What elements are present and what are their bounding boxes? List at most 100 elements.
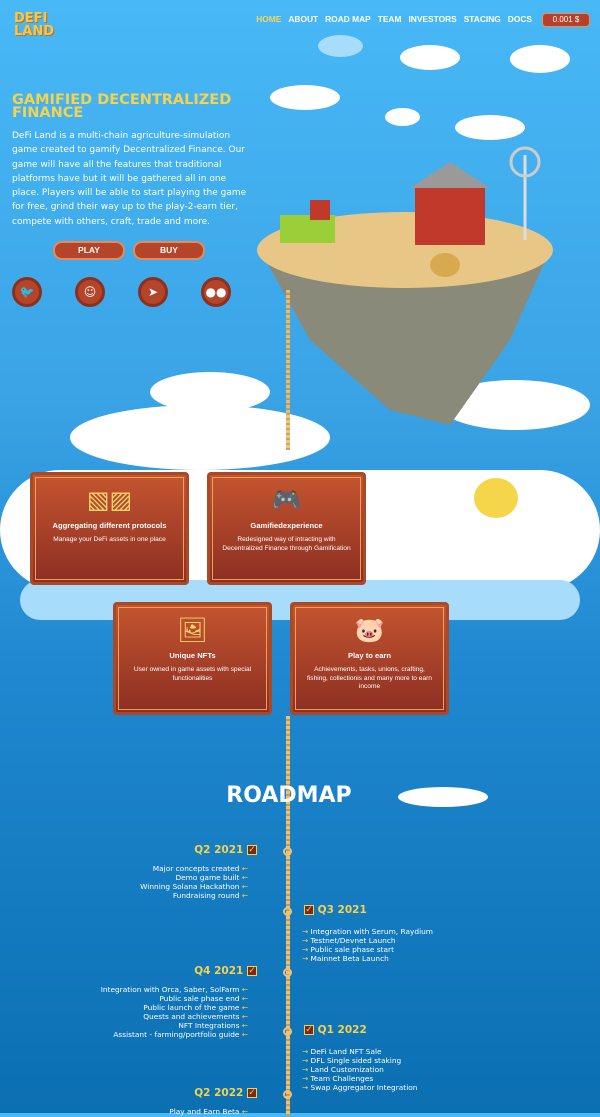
chick-illustration — [474, 478, 518, 518]
roadmap-item-text: Assistant - farming/portfolio guide — [113, 1029, 240, 1039]
arrow-left-icon: ← — [239, 872, 248, 882]
discord-icon[interactable]: ☺ — [75, 277, 105, 307]
arrow-right-icon: → — [302, 1073, 311, 1083]
roadmap-item: → Testnet/Devnet Launch — [302, 935, 396, 946]
roadmap-item-text: DFL Single sided staking — [310, 1055, 402, 1065]
crates-icon: ▧▨ — [86, 486, 133, 514]
roadmap-quarter-heading: Q2 2021 ✓ — [194, 844, 257, 856]
rope-knot — [283, 847, 292, 856]
roadmap-item: Major concepts created ← — [153, 864, 248, 874]
easel-icon: 🖼 — [177, 616, 208, 644]
nav-docs[interactable]: DOCS — [507, 14, 532, 24]
nav-about[interactable]: ABOUT — [288, 14, 319, 24]
roadmap-item: Assistant - farming/portfolio guide ← — [113, 1029, 248, 1040]
arrow-right-icon: → — [302, 1082, 311, 1092]
arrow-left-icon: ← — [239, 881, 248, 891]
feature-card: 🖼 Unique NFTs User owned in game assets … — [113, 602, 272, 715]
roadmap-item: → DeFi Land NFT Sale — [302, 1047, 382, 1057]
rope — [286, 290, 290, 450]
telegram-icon[interactable]: ➤ — [138, 277, 168, 307]
arrow-left-icon: ← — [239, 890, 248, 900]
quarter-label: Q1 2022 — [317, 1024, 367, 1036]
arrow-left-icon: ← — [239, 1107, 248, 1116]
arrow-right-icon: → — [302, 953, 311, 963]
arrow-left-icon: ← — [239, 864, 248, 873]
roadmap-item-text: Public sale phase start — [310, 944, 394, 954]
roadmap-item-text: Testnet/Devnet Launch — [310, 935, 396, 945]
arrow-right-icon: → — [302, 1055, 311, 1065]
roadmap-item-text: Land Customization — [310, 1064, 384, 1074]
nav-road-map[interactable]: ROAD MAP — [325, 14, 371, 24]
roadmap-item: Public launch of the game ← — [143, 1002, 248, 1013]
feature-card: ▧▨ Aggregating different protocols Manag… — [30, 472, 189, 585]
arrow-right-icon: → — [302, 927, 311, 936]
roadmap-item-text: Integration with Serum, Raydium — [310, 927, 434, 936]
arrow-right-icon: → — [302, 944, 311, 954]
main-nav: HOME ABOUT ROAD MAP TEAM INVESTORS STACI… — [256, 14, 532, 24]
arrow-left-icon: ← — [239, 993, 248, 1003]
checkmark-icon: ✓ — [247, 1088, 257, 1098]
roadmap-quarter-heading: ✓ Q1 2022 — [304, 1024, 367, 1036]
roadmap-item: → Mainnet Beta Launch — [302, 953, 389, 964]
checkmark-icon: ✓ — [304, 1025, 314, 1035]
arrow-left-icon: ← — [239, 1011, 248, 1021]
gamepad-icon: 🎮 — [271, 486, 302, 514]
nav-stacing[interactable]: STACING — [463, 14, 501, 24]
roadmap-item-text: NFT Integrations — [178, 1020, 240, 1030]
roadmap-item-text: Mainnet Beta Launch — [310, 953, 389, 963]
roadmap-title: ROADMAP — [226, 783, 352, 808]
rope-knot — [283, 1090, 292, 1099]
checkmark-icon: ✓ — [247, 845, 257, 855]
roadmap-item: Demo game built ← — [175, 872, 248, 883]
roadmap-quarter-heading: Q4 2021 ✓ — [194, 965, 257, 977]
roadmap-item: NFT Integrations ← — [178, 1020, 248, 1031]
play-button[interactable]: PLAY — [53, 241, 125, 260]
roadmap-item-text: Public sale phase end — [159, 993, 240, 1003]
twitter-icon[interactable]: 🐦 — [12, 277, 42, 307]
feature-description: Manage your DeFi assets in one place — [53, 536, 166, 543]
roadmap-item: Winning Solana Hackathon ← — [140, 881, 248, 892]
rope-knot — [283, 1027, 292, 1036]
arrow-right-icon: → — [302, 1047, 311, 1056]
roadmap-item: Quests and achievements ← — [143, 1011, 248, 1022]
arrow-left-icon: ← — [239, 985, 248, 994]
token-price-button[interactable]: 0.001 $ — [542, 13, 590, 27]
roadmap-item: Public sale phase end ← — [159, 993, 248, 1004]
nav-investors[interactable]: INVESTORS — [408, 14, 457, 24]
quarter-label: Q3 2021 — [317, 904, 367, 916]
roadmap-item-text: DeFi Land NFT Sale — [310, 1047, 382, 1056]
feature-description: User owned in game assets with special f… — [133, 666, 252, 682]
rope-knot — [283, 968, 292, 977]
roadmap-item: Fundraising round ← — [173, 890, 248, 901]
quarter-label: Q4 2021 — [194, 965, 244, 977]
roadmap-item-text: Play and Earn Beta — [169, 1107, 240, 1116]
hero-description: DeFi Land is a multi-chain agriculture-s… — [12, 131, 247, 227]
arrow-left-icon: ← — [239, 1002, 248, 1012]
roadmap-item-text: Integration with Orca, Saber, SolFarm — [100, 985, 240, 994]
roadmap-item-text: Swap Aggregator Integration — [310, 1082, 418, 1092]
arrow-left-icon: ← — [239, 1029, 248, 1039]
checkmark-icon: ✓ — [247, 966, 257, 976]
arrow-left-icon: ← — [239, 1020, 248, 1030]
medium-icon[interactable]: ●● — [201, 277, 231, 307]
nav-team[interactable]: TEAM — [377, 14, 402, 24]
roadmap-item-text: Quests and achievements — [143, 1011, 240, 1021]
rope-knot — [283, 907, 292, 916]
arrow-right-icon: → — [302, 1064, 311, 1074]
roadmap-item-text: Team Challenges — [310, 1073, 374, 1083]
roadmap-item: → Integration with Serum, Raydium — [302, 927, 434, 937]
roadmap-item: → Swap Aggregator Integration — [302, 1082, 418, 1093]
feature-description: Redesigned way of intracting with Decent… — [222, 536, 351, 552]
nav-home[interactable]: HOME — [256, 14, 282, 24]
feature-card: 🐷 Play to earn Achievements, tasks, unio… — [290, 602, 449, 715]
feature-card: 🎮 Gamifiedexperience Redesigned way of i… — [207, 472, 366, 585]
roadmap-item: Integration with Orca, Saber, SolFarm ← — [100, 985, 248, 995]
roadmap-item-text: Public launch of the game — [143, 1002, 240, 1012]
roadmap-item: → Land Customization — [302, 1064, 384, 1075]
arrow-right-icon: → — [302, 935, 311, 945]
hero-title: GAMIFIED DECENTRALIZED FINANCE — [12, 92, 232, 121]
roadmap-quarter-heading: Q2 2022 ✓ — [194, 1087, 257, 1099]
roadmap-item: → Public sale phase start — [302, 944, 394, 955]
buy-button[interactable]: BUY — [133, 241, 205, 260]
